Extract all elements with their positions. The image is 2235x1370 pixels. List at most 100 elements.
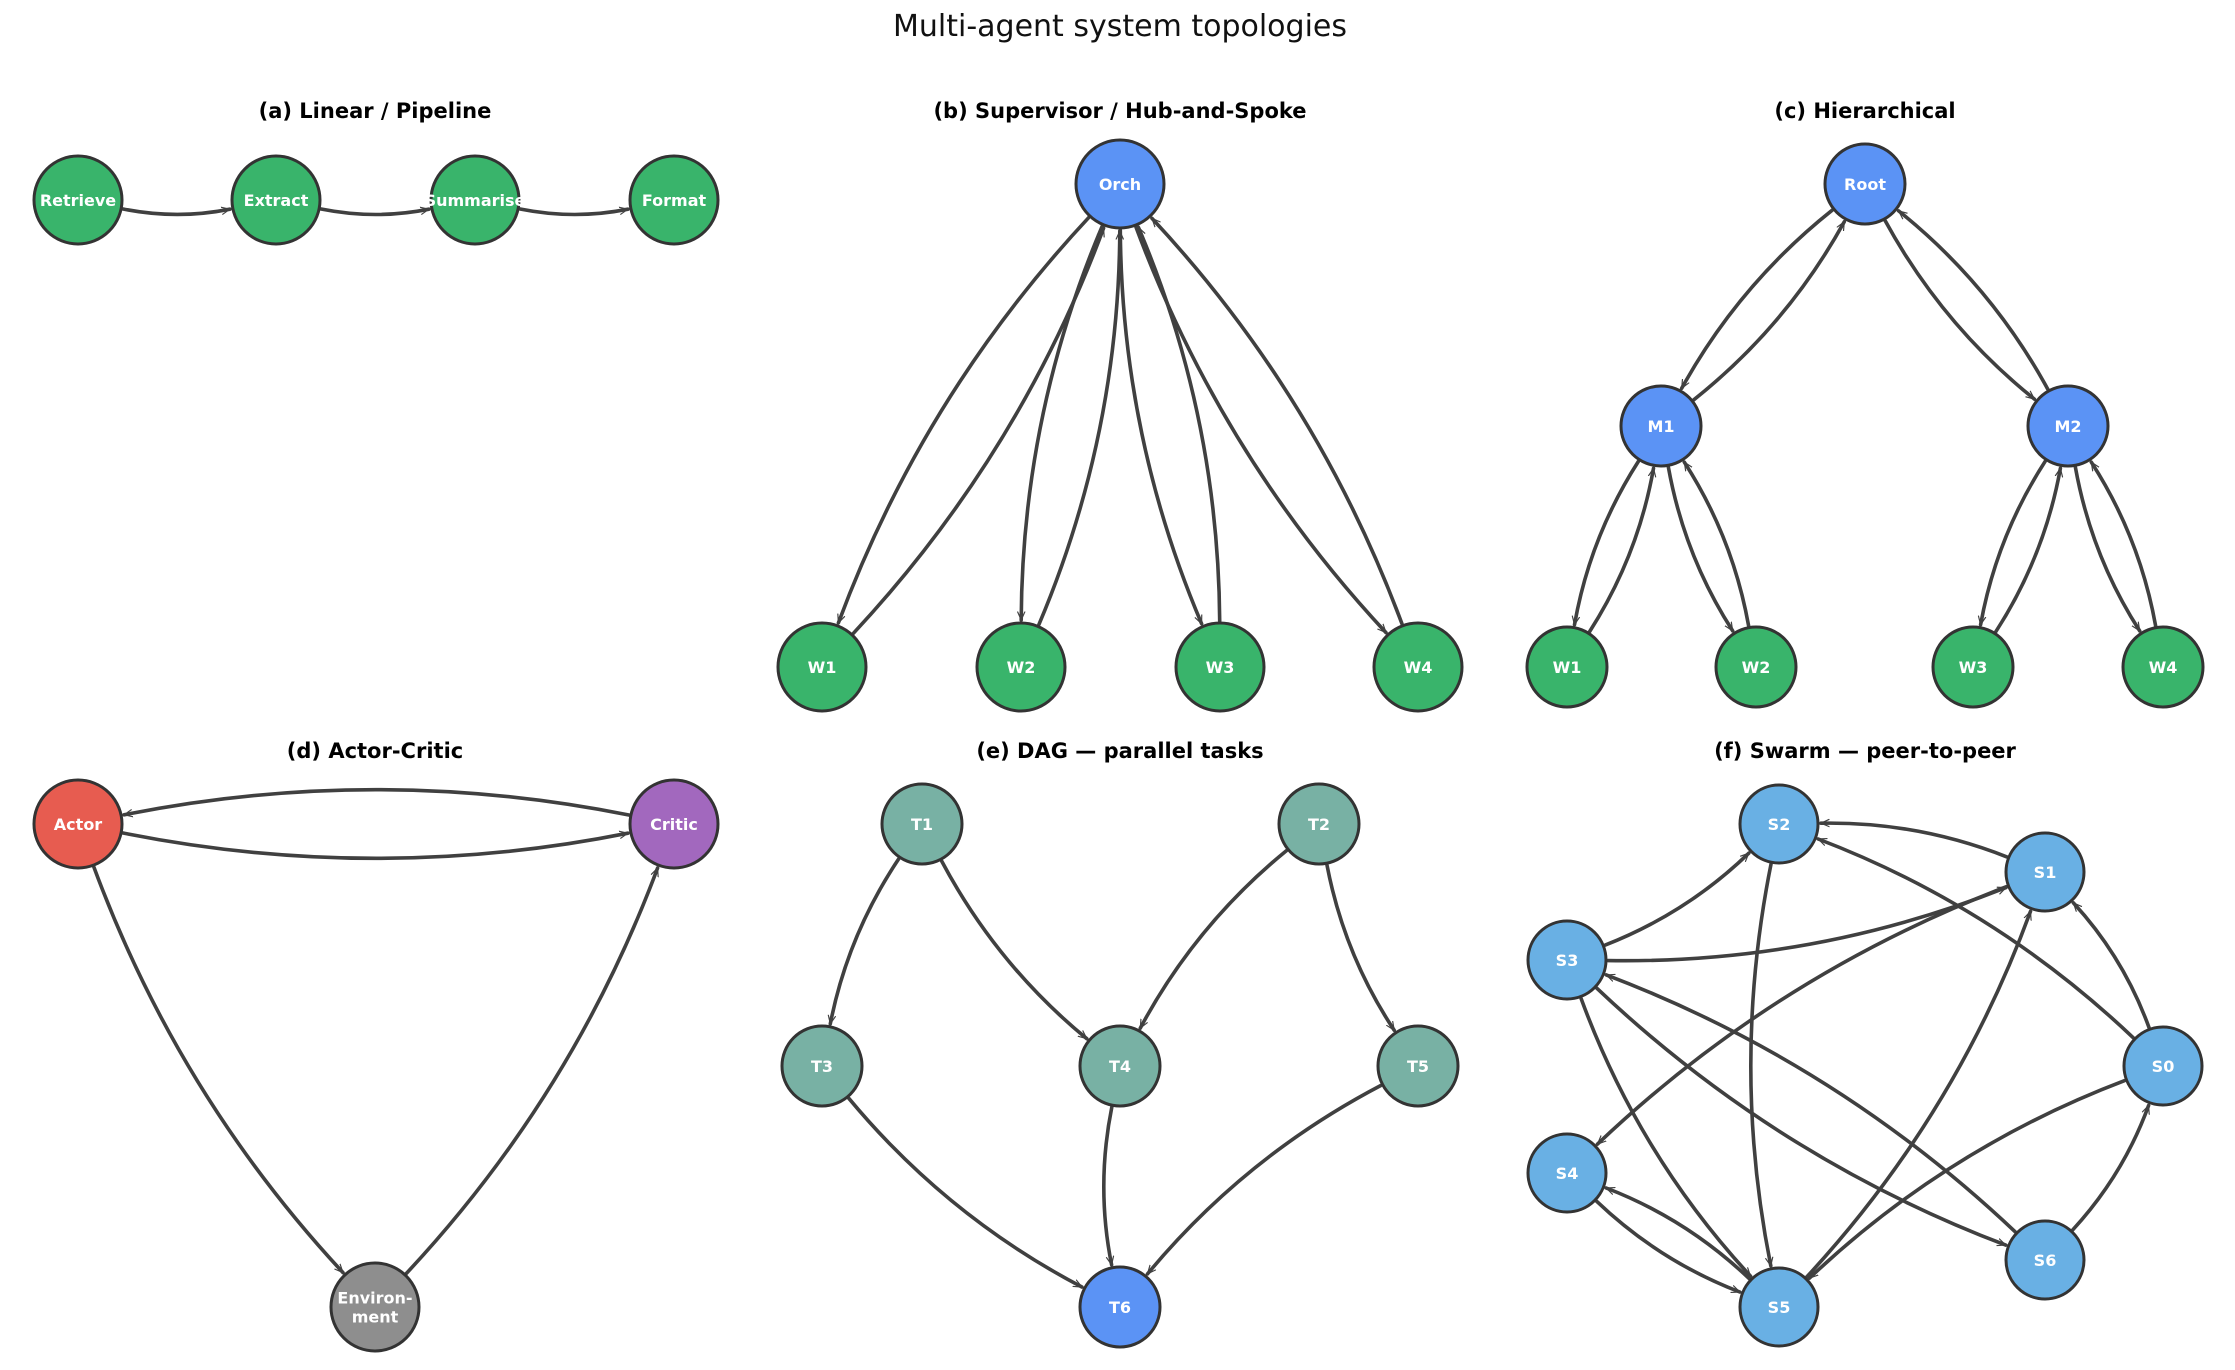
node-s3: S3 bbox=[1526, 919, 1608, 1001]
node-circle bbox=[1738, 1266, 1820, 1348]
node-circle bbox=[1372, 621, 1464, 713]
edge-retrieve-to-extract bbox=[121, 209, 232, 217]
node-circle bbox=[1526, 919, 1608, 1001]
edge-s6-to-s0 bbox=[2071, 1103, 2151, 1232]
edge-s0-to-s1 bbox=[2071, 901, 2151, 1030]
edge-w2-to-orch bbox=[1037, 229, 1120, 627]
node-label: Orch bbox=[1099, 175, 1141, 194]
node-root: Root bbox=[1823, 142, 1907, 226]
node-m1: M1 bbox=[1619, 384, 1703, 468]
edge-s0-to-s2 bbox=[1816, 837, 2136, 1040]
edges bbox=[836, 215, 1404, 636]
edge-actor-to-critic bbox=[121, 833, 630, 861]
panel-title-d: (d) Actor-Critic bbox=[287, 739, 463, 763]
edge-m1-to-root bbox=[1692, 219, 1847, 402]
edge-t2-to-t4 bbox=[1138, 848, 1289, 1030]
edge-orch-to-w2 bbox=[1021, 224, 1104, 622]
panel-title-b: (b) Supervisor / Hub-and-Spoke bbox=[933, 99, 1306, 123]
node-t2: T2 bbox=[1277, 782, 1361, 866]
edge-root-to-m2 bbox=[1883, 219, 2037, 401]
edge-s1-to-s2 bbox=[1819, 823, 2009, 859]
node-circle bbox=[2122, 1025, 2204, 1107]
node-label: M1 bbox=[1647, 417, 1674, 436]
edge-t1-to-t4 bbox=[939, 859, 1089, 1041]
edge-m2-to-root bbox=[1896, 209, 2050, 391]
edge-critic-to-actor bbox=[122, 787, 631, 815]
node-circle bbox=[1078, 1265, 1162, 1349]
node-s5: S5 bbox=[1738, 1266, 1820, 1348]
node-label: T6 bbox=[1109, 1298, 1131, 1317]
node-w3: W3 bbox=[1931, 625, 2015, 709]
node-circle bbox=[1074, 138, 1166, 230]
edge-m1-to-w1 bbox=[1575, 459, 1641, 627]
edge-s1-to-s4 bbox=[1595, 884, 2009, 1146]
edge-t5-to-t6 bbox=[1145, 1083, 1383, 1276]
node-label: W2 bbox=[1742, 658, 1771, 677]
edges bbox=[830, 848, 1396, 1289]
node-label: T2 bbox=[1308, 815, 1330, 834]
node-label: T1 bbox=[911, 815, 933, 834]
edge-root-to-m1 bbox=[1679, 208, 1834, 391]
edge-s3-to-s1 bbox=[1606, 885, 2008, 963]
edges bbox=[121, 209, 630, 217]
node-circle bbox=[2121, 625, 2205, 709]
panel-title-c: (c) Hierarchical bbox=[1774, 99, 1955, 123]
node-circle bbox=[975, 621, 1067, 713]
node-s0: S0 bbox=[2122, 1025, 2204, 1107]
node-circle bbox=[2026, 384, 2110, 468]
node-w3: W3 bbox=[1174, 621, 1266, 713]
edges bbox=[92, 787, 660, 1276]
edge-orch-to-w1 bbox=[836, 215, 1091, 625]
edge-w1-to-orch bbox=[851, 226, 1106, 636]
node-circle bbox=[1714, 625, 1798, 709]
edge-s3-to-s2 bbox=[1603, 851, 1751, 947]
node-t1: T1 bbox=[880, 782, 964, 866]
node-label: Extract bbox=[244, 191, 309, 210]
node-label: S3 bbox=[1556, 951, 1579, 970]
edge-actor-to-env bbox=[92, 865, 345, 1275]
node-w1: W1 bbox=[776, 621, 868, 713]
edge-summarise-to-format bbox=[518, 209, 630, 217]
edge-t2-to-t5 bbox=[1325, 863, 1396, 1032]
node-label: Root bbox=[1844, 175, 1886, 194]
node-circle bbox=[628, 778, 720, 870]
node-label: Critic bbox=[650, 815, 698, 834]
node-circle bbox=[230, 154, 322, 246]
node-circle bbox=[1619, 384, 1703, 468]
node-label: T3 bbox=[811, 1057, 833, 1076]
node-label: S0 bbox=[2152, 1057, 2175, 1076]
node-orch: Orch bbox=[1074, 138, 1166, 230]
node-label: T4 bbox=[1109, 1057, 1131, 1076]
node-s4: S4 bbox=[1526, 1132, 1608, 1214]
node-actor: Actor bbox=[32, 778, 124, 870]
edge-m1-to-w2 bbox=[1666, 465, 1735, 633]
node-circle bbox=[1174, 621, 1266, 713]
node-label: S5 bbox=[1768, 1298, 1791, 1317]
node-circle bbox=[776, 621, 868, 713]
edge-s0-to-s5 bbox=[1807, 1078, 2127, 1280]
node-w1: W1 bbox=[1525, 625, 1609, 709]
node-format: Format bbox=[628, 154, 720, 246]
node-s2: S2 bbox=[1738, 783, 1820, 865]
node-circle bbox=[628, 154, 720, 246]
node-circle bbox=[32, 778, 124, 870]
node-circle bbox=[1823, 142, 1907, 226]
edge-m2-to-w4 bbox=[2073, 465, 2142, 633]
edge-w1-to-m1 bbox=[1587, 466, 1654, 634]
figure-title: Multi-agent system topologies bbox=[893, 9, 1347, 44]
edge-s6-to-s3 bbox=[1604, 973, 2017, 1234]
edge-t3-to-t6 bbox=[847, 1096, 1084, 1289]
node-circle bbox=[1931, 625, 2015, 709]
node-retrieve: Retrieve bbox=[32, 154, 124, 246]
edge-orch-to-w3 bbox=[1118, 228, 1204, 626]
node-circle bbox=[329, 1261, 421, 1353]
node-w4: W4 bbox=[1372, 621, 1464, 713]
node-summarise: Summarise bbox=[425, 154, 526, 246]
